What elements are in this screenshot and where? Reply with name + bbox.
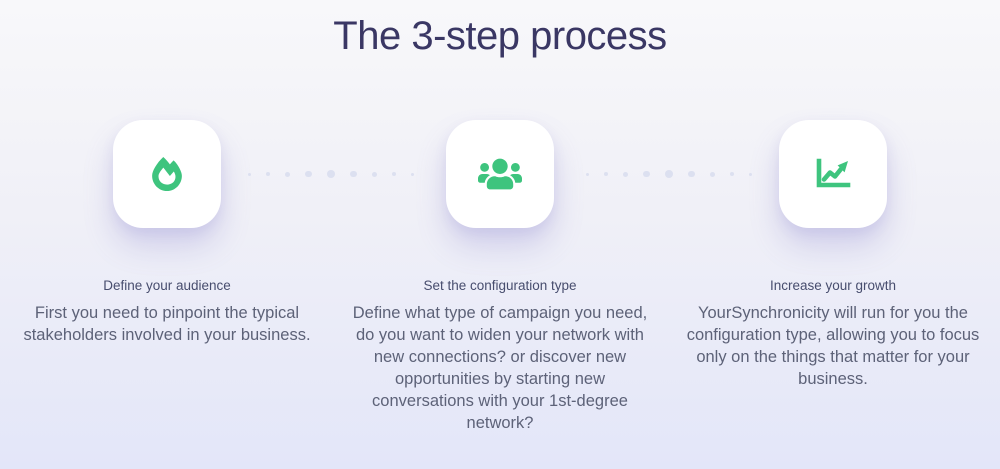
step-2-icon-card <box>446 120 554 228</box>
connector-dot <box>604 172 609 176</box>
connector-dot <box>664 169 674 179</box>
connector-dot <box>643 170 650 178</box>
step-1-heading: Define your audience <box>103 278 231 293</box>
step-3-icon-card <box>779 120 887 228</box>
step-1-column: Define your audience First you need to p… <box>1 120 334 435</box>
step-2-description: Define what type of campaign you need, d… <box>352 304 648 432</box>
connector-dot <box>391 172 396 176</box>
step-3-heading: Increase your growth <box>769 278 897 293</box>
chart-growth-icon <box>816 158 851 188</box>
connector-dot <box>350 170 357 178</box>
step-1-description: First you need to pinpoint the typical s… <box>23 304 311 344</box>
flame-icon <box>152 157 182 191</box>
step-2-column: Set the configuration type Define what t… <box>334 120 667 435</box>
section-title: The 3-step process <box>333 14 667 58</box>
connector-dots-2 <box>586 168 752 180</box>
connector-dot <box>709 171 715 177</box>
connector-dot <box>305 170 312 178</box>
step-3-column: Increase your growth YourSynchronicity w… <box>667 120 1000 435</box>
connector-dot <box>371 171 377 177</box>
connector-dot <box>248 172 251 176</box>
connector-dot <box>285 171 291 177</box>
connector-dot <box>729 172 734 176</box>
connector-dot <box>749 172 752 176</box>
step-1-icon-card <box>113 120 221 228</box>
connector-dot <box>586 172 589 176</box>
steps-row: Define your audience First you need to p… <box>0 120 1000 435</box>
connector-dot <box>266 172 271 176</box>
step-3-description: YourSynchronicity will run for you the c… <box>686 304 980 388</box>
connector-dot <box>688 170 695 178</box>
connector-dots-1 <box>248 168 414 180</box>
connector-dot <box>326 169 336 179</box>
users-icon <box>478 158 522 190</box>
connector-dot <box>623 171 629 177</box>
connector-dot <box>411 172 414 176</box>
step-2-heading: Set the configuration type <box>423 278 577 293</box>
